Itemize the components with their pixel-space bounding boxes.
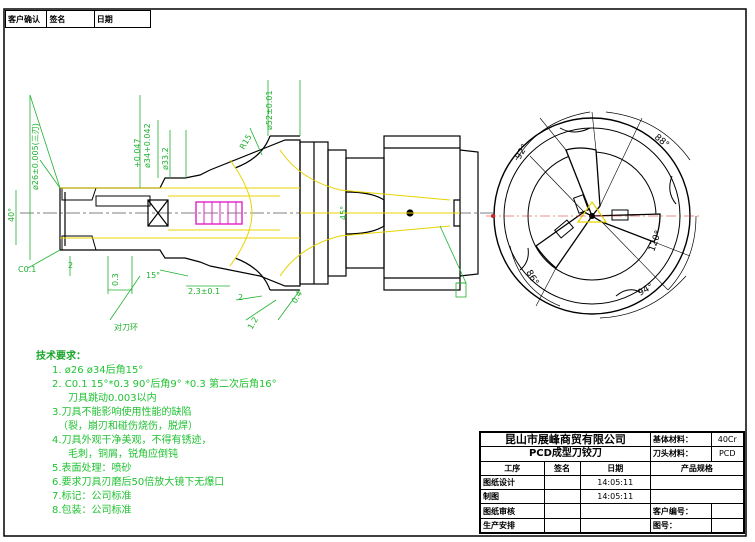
threaded-insert [195, 201, 243, 225]
customer-confirm-header: 客户确认 签名 日期 [5, 10, 151, 28]
note-line: 3.刀具不能影响使用性能的缺陷 [52, 407, 192, 418]
production-label: 生产安排 [480, 517, 545, 534]
note-line: 5.表面处理：喷砂 [52, 463, 132, 474]
dim-bore-text: ø26±0.005(三刃) [31, 123, 40, 190]
production-date [579, 517, 651, 534]
review-sign [543, 503, 581, 519]
dim-2-text: 2 [68, 261, 73, 270]
signature-label: 签名 [47, 11, 95, 27]
technical-requirements: 技术要求： 1. ø26 ø34后角15° 2. C0.1 15°*0.3 90… [36, 350, 466, 518]
note-line: 刀具跳动0.003以内 [68, 393, 157, 404]
dim-c01-text: C0.1 [18, 265, 36, 274]
title-block: 昆山市展峰商贸有限公司 基体材料： 40Cr PCD成型刀铰刀 刀头材料： PC… [479, 431, 745, 534]
dim-52-text: ø52±0.01 [265, 90, 274, 130]
head-material-label: 刀头材料： [649, 446, 712, 462]
spec-cell-2 [649, 489, 745, 505]
head-material-value: PCD [710, 446, 745, 462]
review-date [579, 503, 651, 519]
dim-04-text: 0.4 [290, 289, 304, 305]
dim-15deg-text: 15° [146, 271, 160, 280]
dimension-texts: ø26±0.005(三刃) 40° C0.1 2 0.3 ø34+0.042 +… [7, 90, 348, 332]
angle-92-text: 92° [514, 143, 531, 162]
angle-94-text: 94° [637, 282, 656, 299]
col-sign: 签名 [543, 460, 581, 476]
dim-33-text: ø33.2 [161, 147, 170, 170]
customer-no-value [710, 503, 745, 519]
dim-tol-b-text: +0.047 [133, 138, 142, 168]
base-material-value: 40Cr [710, 431, 745, 448]
customer-no-label: 客户编号： [649, 503, 712, 519]
spec-cell [649, 474, 745, 491]
date-label: 日期 [96, 14, 113, 24]
dim-2b-text: 2 [238, 293, 243, 302]
dim-03-text: 0.3 [111, 273, 120, 286]
design-sign [543, 474, 581, 491]
note-line: 4.刀具外观干净美观，不得有锈迹， [52, 435, 212, 446]
company-name: 昆山市展峰商贸有限公司 [480, 431, 651, 448]
dim-12-text: 1.2 [246, 315, 260, 331]
customer-confirm-label: 客户确认 [6, 11, 48, 27]
design-date: 14:05:11 [579, 474, 651, 491]
note-line: （裂，崩刃和碰伤烧伤，脱焊） [58, 421, 198, 432]
dimension-lines [15, 80, 467, 321]
col-spec: 产品规格 [649, 460, 745, 476]
base-material-label: 基体材料： [649, 431, 712, 448]
note-line: 1. ø26 ø34后角15° [52, 365, 144, 376]
dim-tol-a-text: ø34+0.042 [143, 123, 152, 168]
design-label: 图纸设计 [480, 474, 545, 491]
review-label: 图纸审核 [480, 503, 545, 519]
note-line: 8.包装：公司标准 [52, 505, 132, 516]
drawing-no-value [710, 517, 745, 534]
col-process: 工序 [480, 460, 545, 476]
note-line: 毛刺，铜屑，锐角应倒钝 [68, 449, 178, 460]
angle-88-text: 88° [652, 133, 671, 151]
ring-label-text: 对刀环 [114, 322, 138, 332]
note-line: 2. C0.1 15°*0.3 90°后角9° *0.3 第二次后角16° [52, 379, 277, 390]
dim-40-text: 40° [7, 208, 16, 222]
production-sign [543, 517, 581, 534]
notes-title: 技术要求： [36, 351, 86, 362]
drawing-no-label: 图号： [649, 517, 712, 534]
note-line: 6.要求刀具刃磨后50倍放大镜下无爆口 [52, 477, 225, 488]
product-name: PCD成型刀铰刀 [480, 446, 651, 462]
note-line: 7.标记：公司标准 [52, 491, 132, 502]
dim-45-text: 45° [339, 206, 348, 220]
dim-23-text: 2.3±0.1 [188, 287, 220, 296]
draw-label: 制图 [480, 489, 545, 505]
draw-date: 14:05:11 [579, 489, 651, 505]
end-view [486, 111, 700, 319]
col-date: 日期 [579, 460, 651, 476]
draw-sign [543, 489, 581, 505]
dim-r15-text: R15 [238, 133, 254, 151]
sheet-border [3, 8, 747, 537]
internal-features [60, 149, 460, 277]
